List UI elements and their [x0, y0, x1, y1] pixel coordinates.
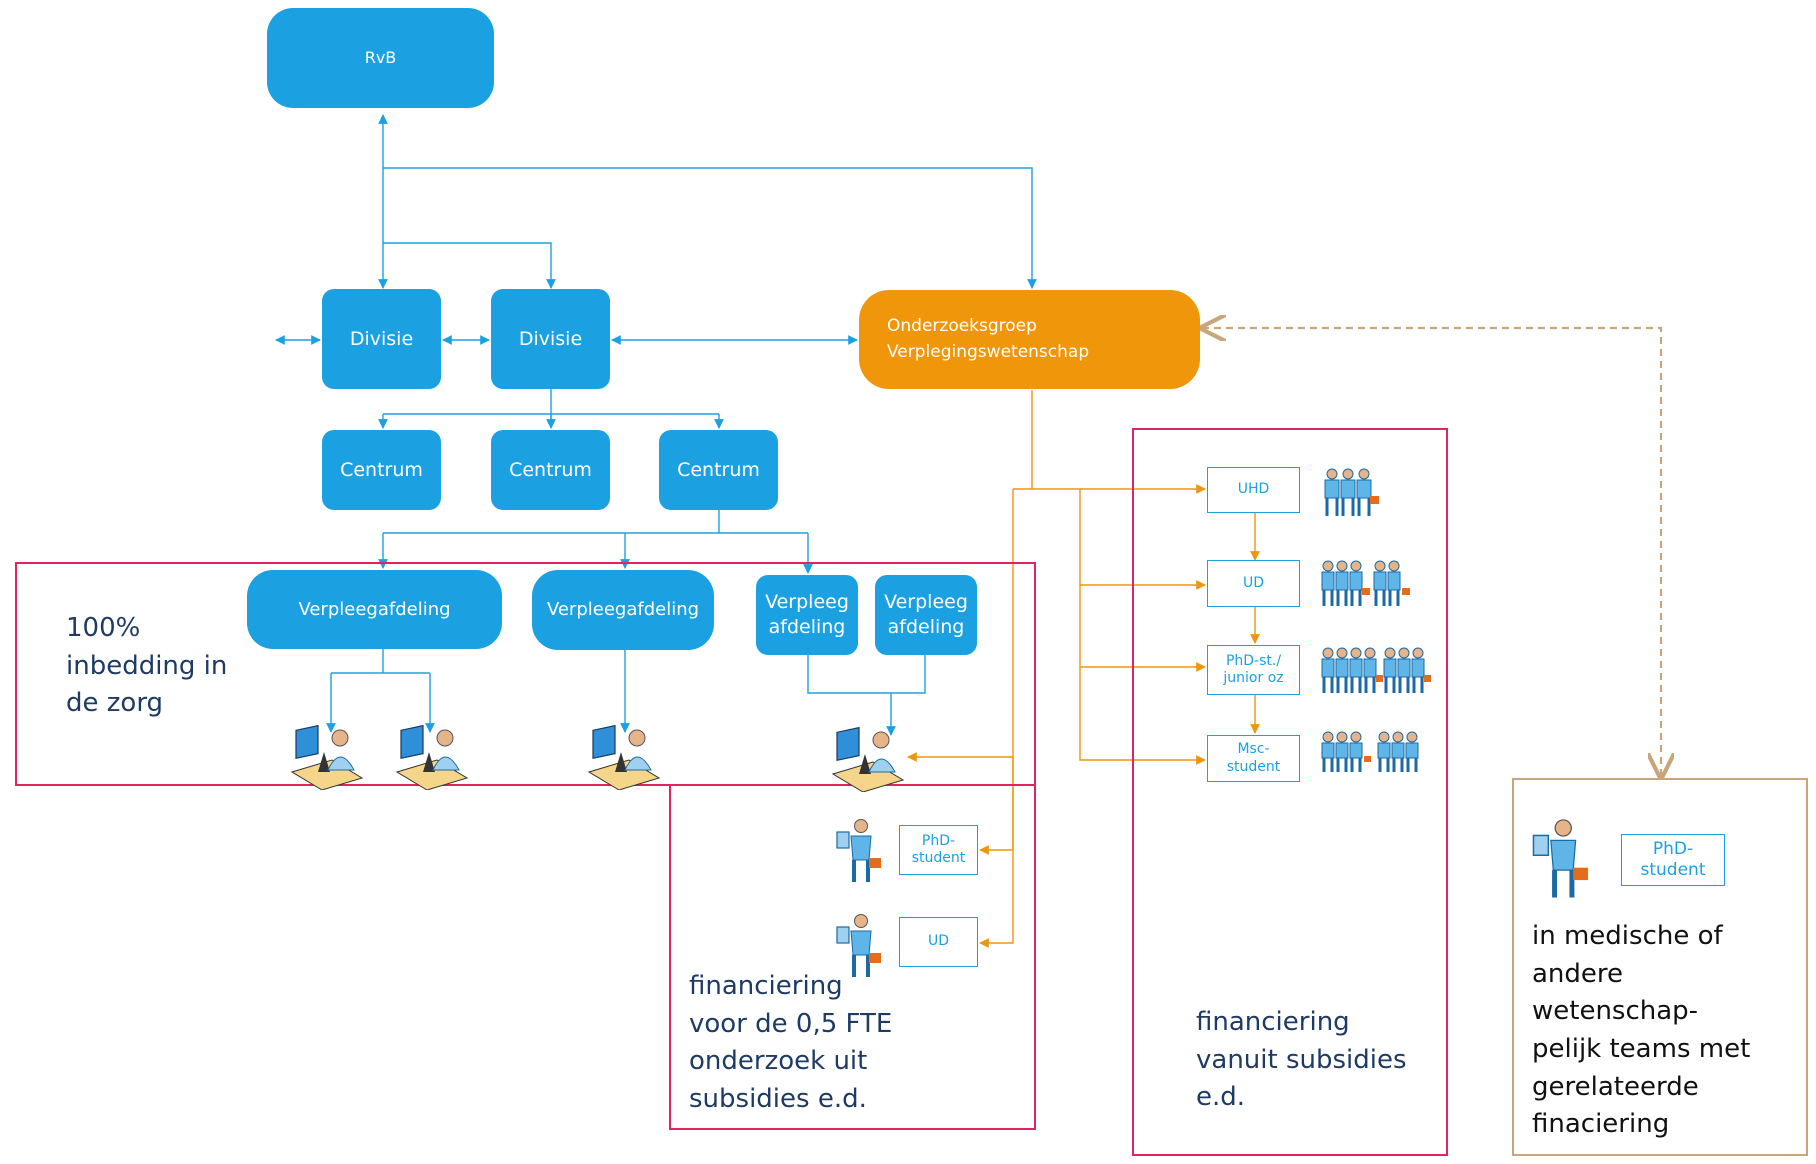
research-team-icon: [1321, 647, 1431, 693]
research-team-icon: [1321, 560, 1410, 606]
node-divisie-2: Divisie: [491, 289, 610, 389]
node-phd-student-mid: PhD- student: [899, 825, 978, 875]
node-phd-junior: PhD-st./ junior oz: [1207, 645, 1300, 695]
note-financiering-subsidies: financiering vanuit subsidies e.d.: [1196, 1007, 1407, 1113]
researcher-icon: [836, 914, 881, 977]
node-verpleeg-afdeling-4: Verpleeg afdeling: [875, 575, 977, 655]
node-msc-student: Msc- student: [1207, 735, 1300, 782]
researcher-icon: [836, 819, 881, 882]
node-ud-right: UD: [1207, 560, 1300, 607]
node-centrum-2: Centrum: [491, 430, 610, 510]
node-divisie-1: Divisie: [322, 289, 441, 389]
research-team-icon: [1321, 731, 1419, 772]
researcher-icon: [1532, 819, 1589, 898]
node-centrum-3: Centrum: [659, 430, 778, 510]
note-medische-teams: in medische of andere wetenschap- pelijk…: [1532, 921, 1751, 1140]
nurse-researcher-icon: [290, 724, 364, 790]
frame-medische-teams: [1512, 778, 1808, 1156]
frame-financiering-subsidies: [1132, 428, 1448, 1156]
node-uhd: UHD: [1207, 467, 1300, 513]
note-financiering-05-fte: financiering voor de 0,5 FTE onderzoek u…: [689, 971, 893, 1115]
node-verpleegafdeling-2: Verpleegafdeling: [532, 570, 714, 650]
research-team-icon: [1324, 468, 1379, 516]
nurse-researcher-icon: [587, 724, 661, 790]
node-centrum-1: Centrum: [322, 430, 441, 510]
nurse-researcher-icon: [831, 726, 905, 792]
frame-inbedding-zorg: [15, 562, 1036, 786]
node-phd-student-right: PhD- student: [1621, 834, 1725, 886]
nurse-researcher-icon: [395, 724, 469, 790]
node-rvb: RvB: [267, 8, 494, 108]
node-verpleeg-afdeling-3: Verpleeg afdeling: [756, 575, 858, 655]
node-onderzoeksgroep: Onderzoeksgroep Verplegingswetenschap: [859, 290, 1200, 389]
node-verpleegafdeling-1: Verpleegafdeling: [247, 570, 502, 649]
node-ud-mid: UD: [899, 917, 978, 967]
note-inbedding: 100% inbedding in de zorg: [66, 613, 228, 719]
